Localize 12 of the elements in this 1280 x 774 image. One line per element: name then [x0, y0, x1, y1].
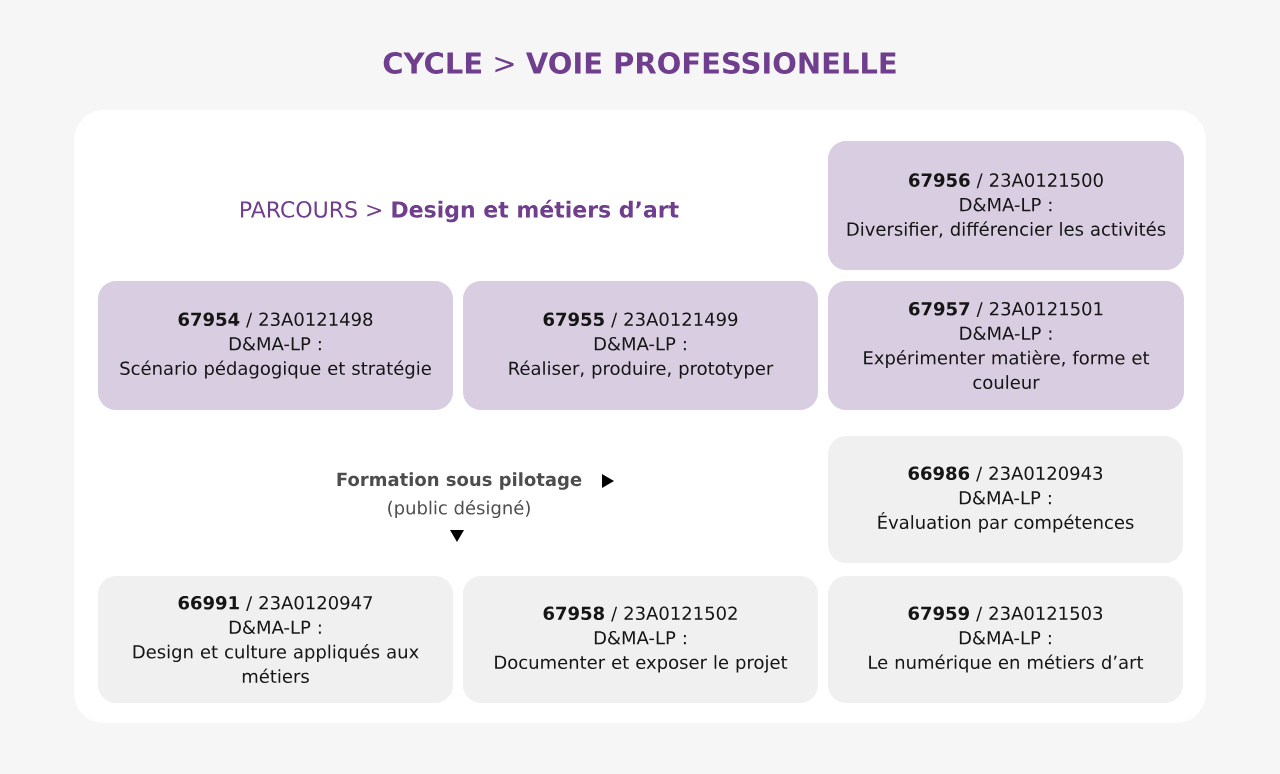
note-heading: Formation sous pilotage [337, 472, 582, 490]
course-box: 66991 / 23A0120947 D&MA-LP : Design et culture appliqués aux métiers [98, 576, 453, 703]
section-heading: PARCOURS > Design et métiers d’art [241, 199, 679, 223]
course-box: 67956 / 23A0121500 D&MA-LP : Diversifier, différencier les activités [828, 141, 1184, 270]
note-text: (public désigné) [388, 499, 530, 519]
course-box: 67958 / 23A0121502 D&MA-LP : Documenter et exposer le projet [463, 576, 818, 703]
course-box: 67959 / 23A0121503 D&MA-LP : Le numérique en métiers d’art [828, 576, 1183, 703]
course-box: 67955 / 23A0121499 D&MA-LP : Réaliser, produire, prototyper [463, 281, 818, 410]
course-box: 67957 / 23A0121501 D&MA-LP : Expérimenter matière, forme et couleur [828, 281, 1184, 410]
course-box: 66986 / 23A0120943 D&MA-LP : Évaluation par compétences [828, 436, 1183, 563]
course-box: 67954 / 23A0121498 D&MA-LP : Scénario pédagogique et stratégie [98, 281, 453, 410]
title: CYCLE > VOIE PROFESSIONELLE [383, 52, 896, 74]
